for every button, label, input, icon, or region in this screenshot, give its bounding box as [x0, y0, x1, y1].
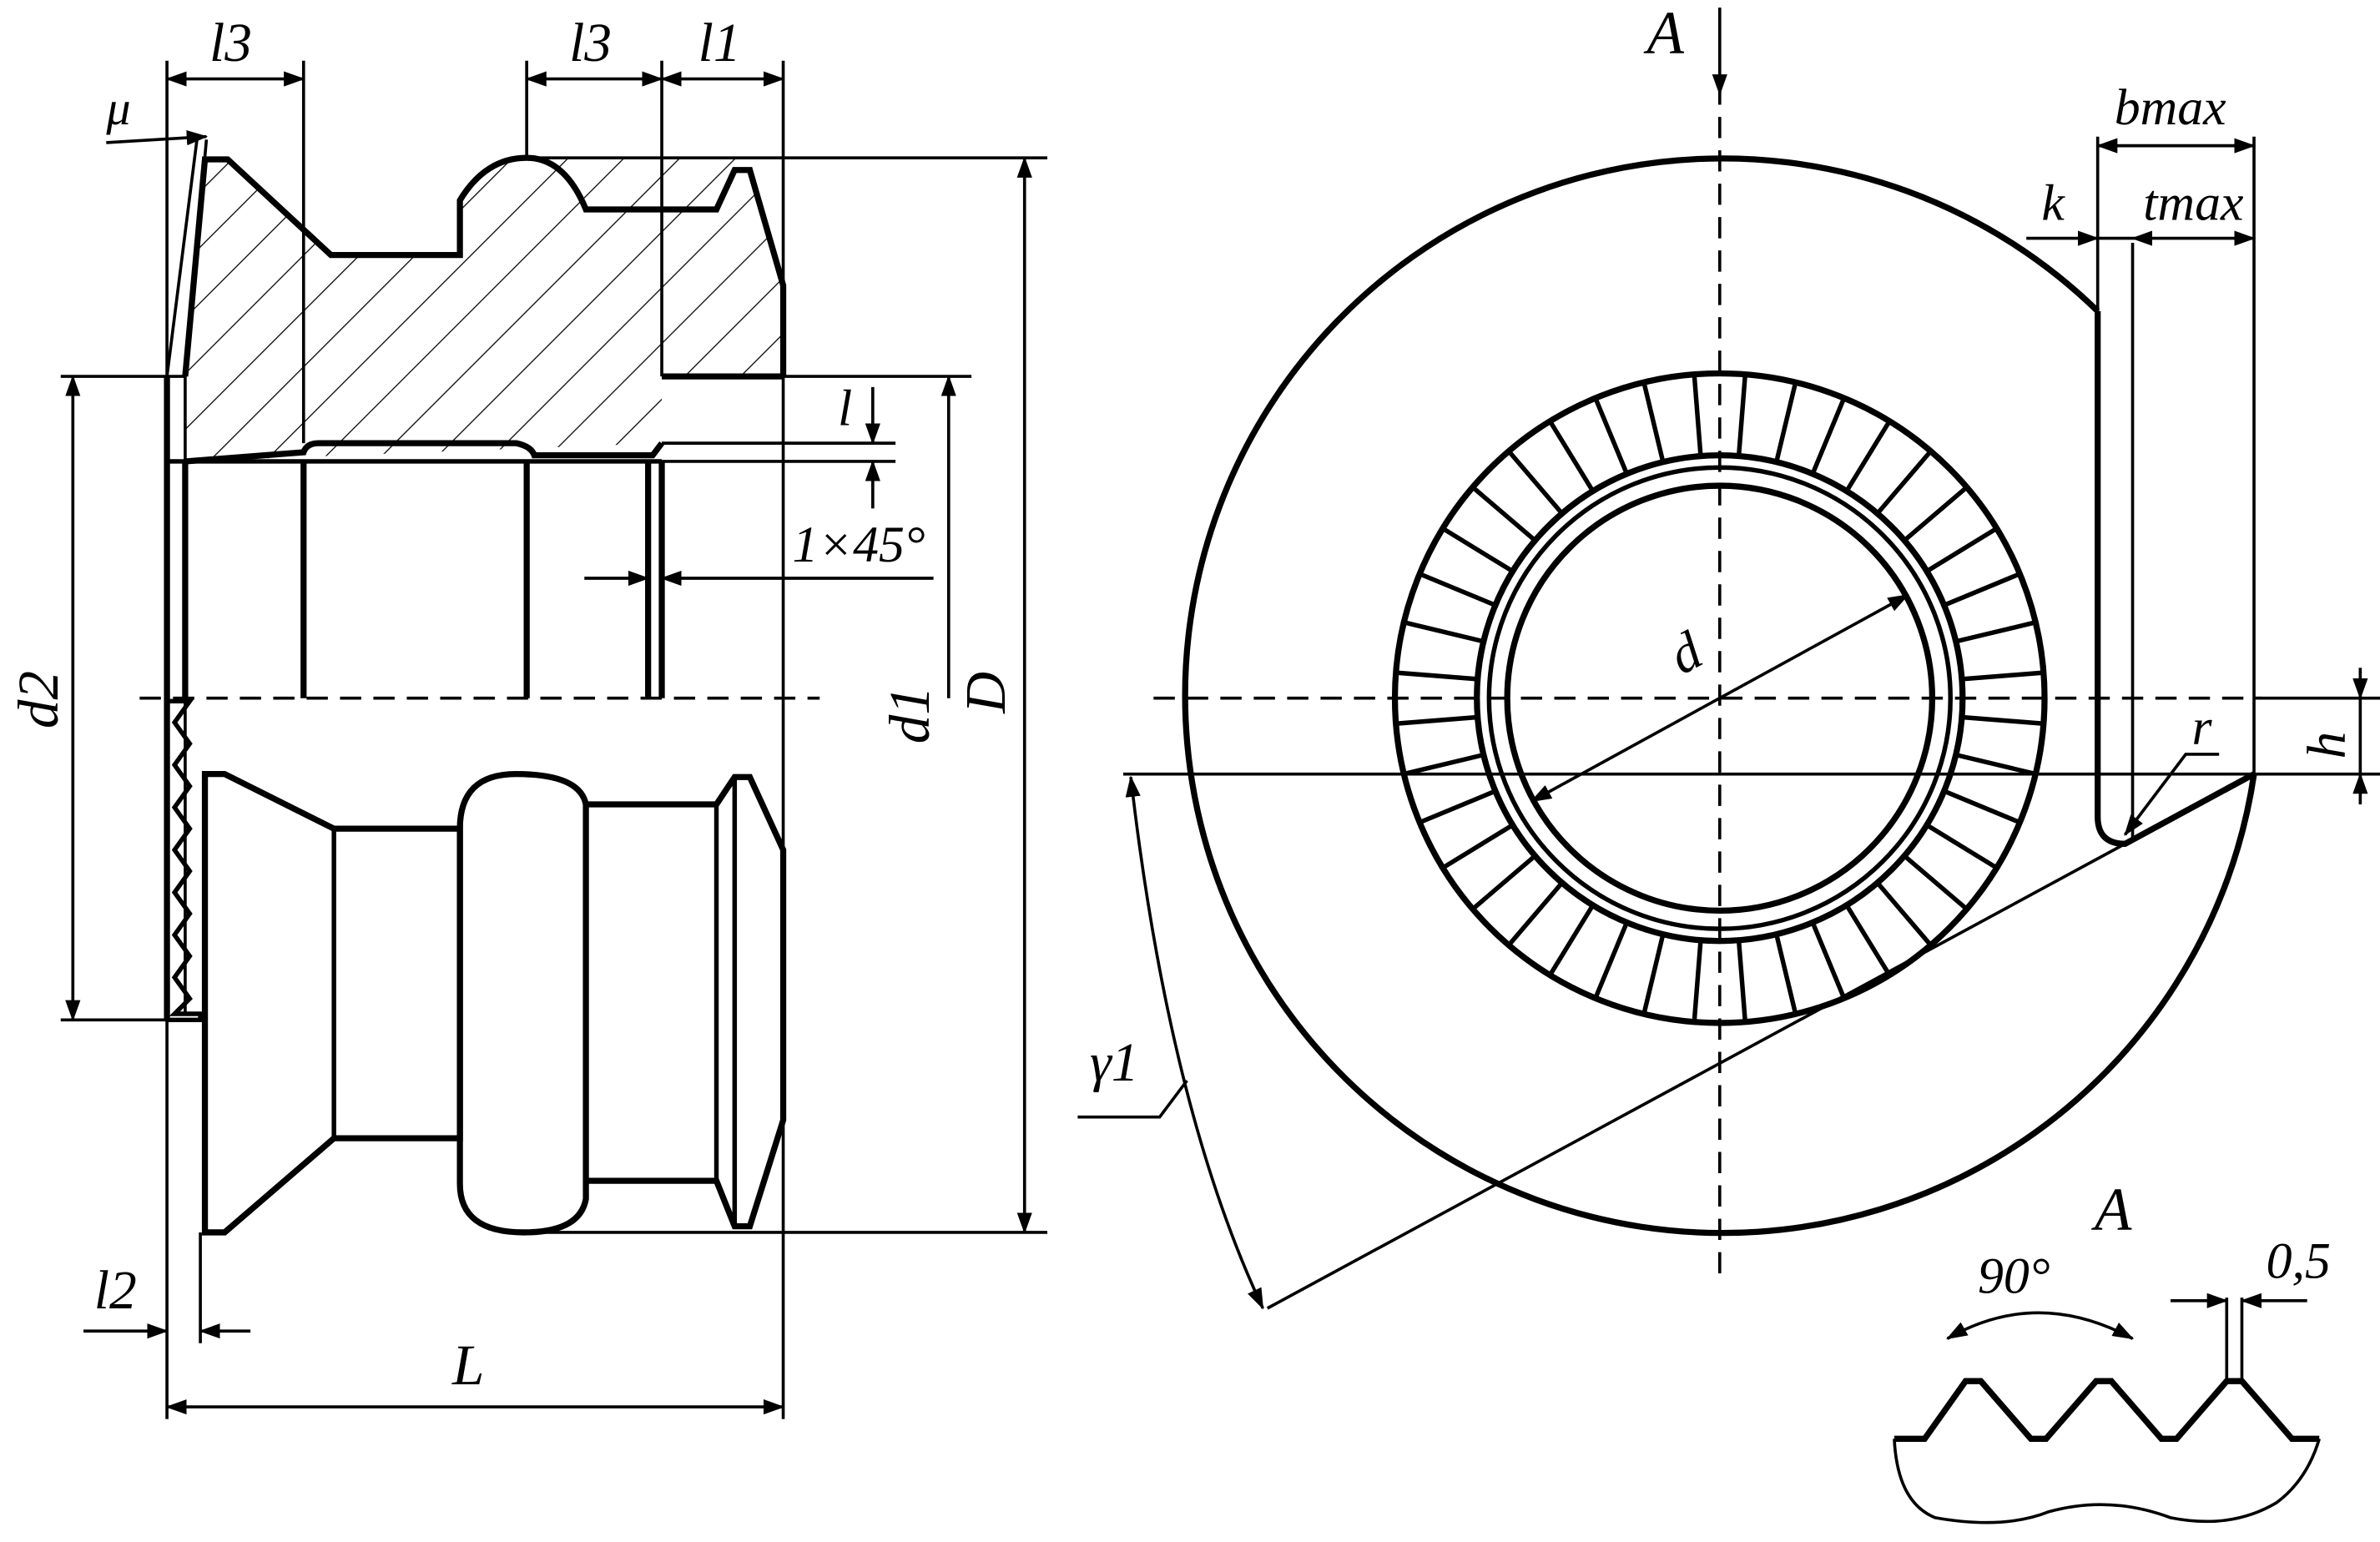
serration-tooth	[1736, 940, 1748, 1022]
serration-tooth	[1441, 823, 1515, 870]
mu-taper-line	[165, 136, 199, 377]
serration-teeth	[1395, 374, 2045, 1022]
detail-break-line	[1893, 1438, 2321, 1524]
serration-tooth	[1925, 526, 1999, 573]
serration-tooth	[1692, 940, 1703, 1022]
label-l3-right: l3	[569, 13, 612, 73]
serration	[167, 698, 203, 1023]
serration-tooth	[1810, 921, 1847, 1000]
serration-tooth	[1925, 823, 1999, 870]
label-d1: d1	[877, 686, 941, 743]
serration-tooth	[1641, 381, 1666, 463]
gamma-leader	[1077, 1079, 1188, 1119]
label-gamma1: γ1	[1090, 1033, 1139, 1093]
serration-tooth	[1903, 854, 1969, 911]
serration-tooth	[1844, 420, 1892, 492]
label-05: 0,5	[2267, 1233, 2331, 1290]
label-D: D	[953, 672, 1017, 714]
serration-tooth	[1774, 381, 1798, 463]
label-tmax: tmax	[2143, 175, 2243, 232]
serration-tooth	[1593, 397, 1629, 475]
lower-bead	[456, 770, 589, 1236]
front-view	[1077, 8, 2380, 1524]
section-hatched-area	[184, 158, 784, 461]
gamma-line	[1266, 842, 2126, 1310]
serration-tooth	[1548, 904, 1596, 977]
serration-tooth	[1943, 572, 2021, 607]
label-l1: l1	[698, 13, 741, 73]
label-90: 90°	[1978, 1248, 2050, 1305]
serration-tooth	[1471, 485, 1537, 542]
serration-tooth	[1471, 854, 1537, 911]
serration-tooth	[1774, 934, 1798, 1015]
label-bmax: bmax	[2115, 79, 2226, 136]
slot-outline	[2095, 310, 2256, 847]
serration-tooth	[1395, 714, 1478, 726]
serration-tooth	[1875, 449, 1933, 516]
serration-tooth	[1593, 921, 1629, 1000]
serration-tooth	[1692, 374, 1703, 456]
mu-taper-line-2	[184, 139, 209, 377]
serration-tooth	[1506, 449, 1564, 516]
serration-tooth	[1961, 714, 2045, 726]
label-A-top: A	[1643, 0, 1684, 67]
serration-tooth	[1506, 881, 1564, 947]
label-mu: μ	[105, 81, 130, 135]
serration-tooth	[1395, 670, 1478, 682]
serration-tooth	[1961, 670, 2045, 682]
dim-mu	[106, 130, 209, 146]
serration-tooth	[1903, 485, 1969, 542]
dim-d	[1530, 593, 1909, 803]
dim-90-arc	[1946, 1311, 2135, 1340]
label-l3-left: l3	[209, 13, 252, 73]
side-view-labels: l3 l3 l1 μ l 1×45° d2 d1 D l2 L	[6, 13, 1017, 1397]
label-l2: l2	[94, 1261, 137, 1321]
serration-tooth	[1403, 620, 1485, 644]
serration-tooth	[1955, 752, 2036, 777]
serration-tooth	[1441, 526, 1515, 573]
serration-tooth	[1810, 397, 1847, 475]
serration-tooth	[1403, 752, 1485, 777]
label-l-small: l	[838, 380, 852, 436]
label-L: L	[451, 1333, 484, 1397]
serration-tooth	[1875, 881, 1933, 947]
gamma-arc	[1125, 775, 1264, 1310]
lower-right-part	[586, 774, 787, 1230]
serration-tooth	[1419, 572, 1496, 607]
serration-tooth	[1641, 934, 1666, 1015]
label-chamfer: 1×45°	[792, 517, 925, 573]
serration-tooth	[1943, 789, 2021, 825]
label-k: k	[2041, 175, 2065, 232]
serration-tooth	[1548, 420, 1596, 492]
label-A-detail: A	[2091, 1175, 2132, 1242]
label-d2: d2	[6, 671, 70, 728]
side-section-view	[60, 60, 1048, 1419]
serration-tooth	[1955, 620, 2036, 644]
label-d: d	[1660, 621, 1712, 687]
label-r: r	[2191, 698, 2212, 755]
serration-tooth	[1419, 789, 1496, 825]
serration-tooth	[1844, 904, 1892, 977]
dim-r-leader	[2123, 753, 2220, 836]
serration-tooth	[1736, 374, 1748, 456]
detail-thread-profile	[1893, 1378, 2320, 1442]
label-h: h	[2297, 732, 2357, 759]
front-view-labels: A bmax k tmax d h r γ1 A 90° 0,5	[1090, 0, 2357, 1305]
